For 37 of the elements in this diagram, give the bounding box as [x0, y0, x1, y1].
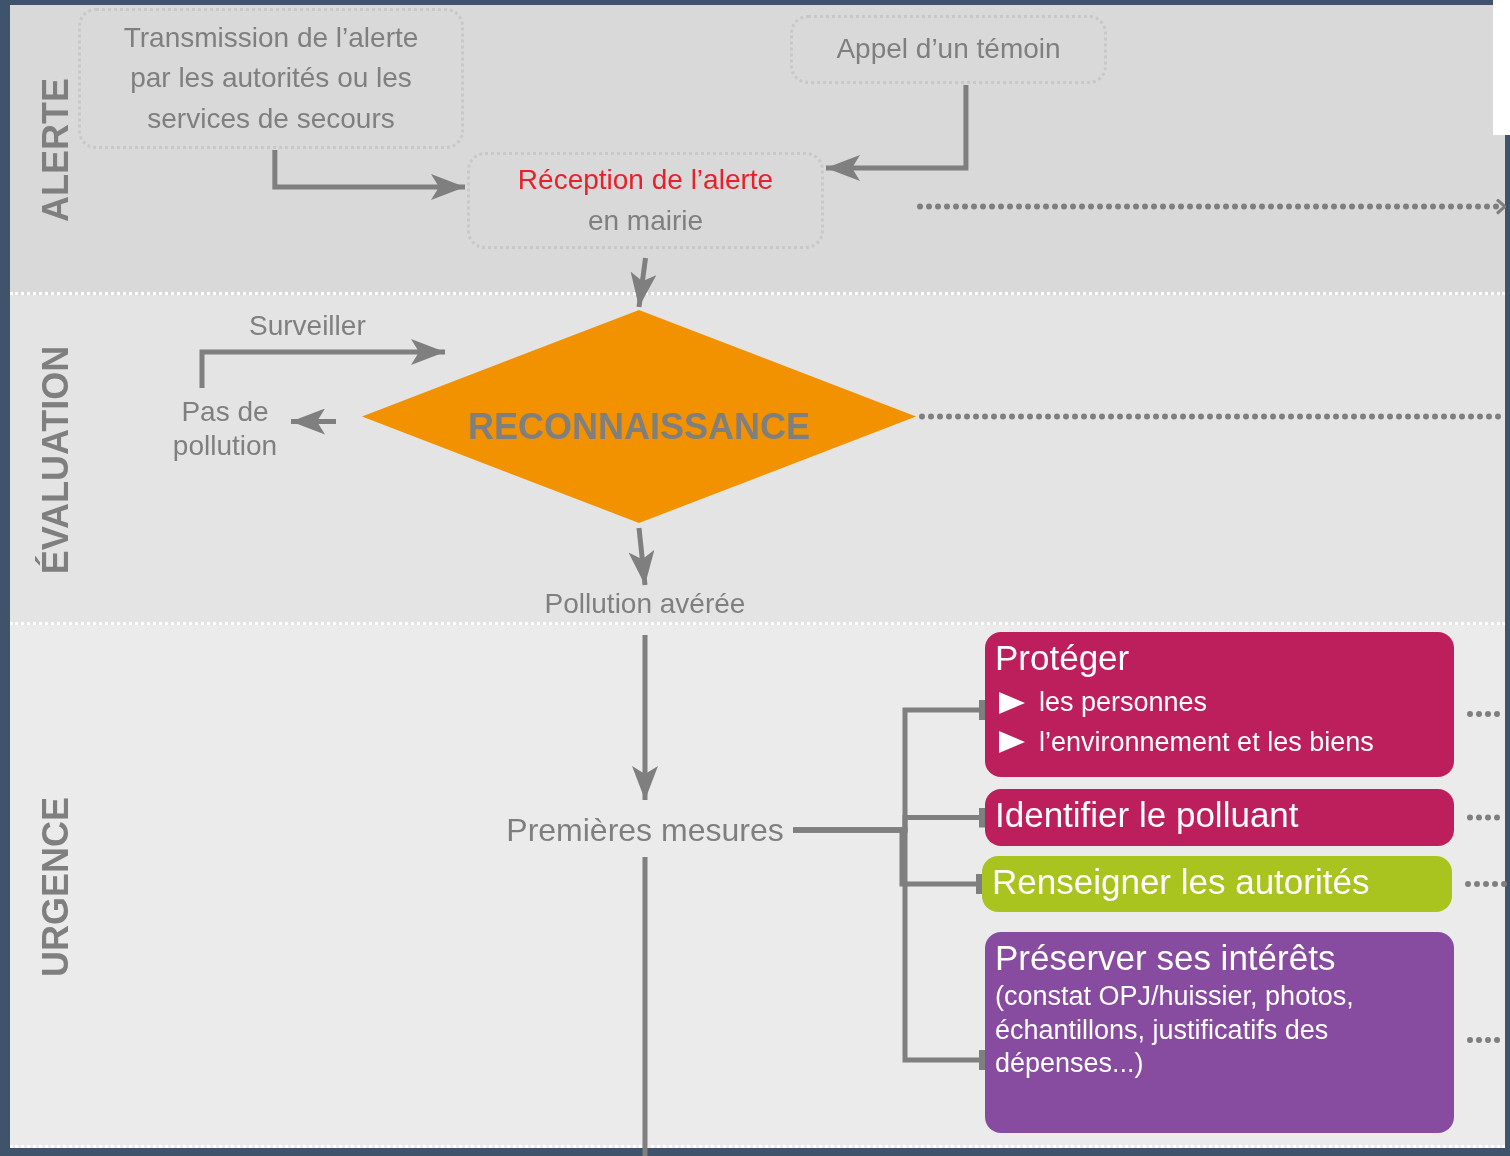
arrow: [632, 635, 658, 800]
card-title: Identifier le polluant: [995, 794, 1300, 836]
swimlane-band: [10, 295, 1505, 625]
card-item: les personnes: [1039, 685, 1208, 719]
action-card: [985, 789, 1454, 846]
node-text: Transmission de l’alerte par les autorités ou les services de secours: [122, 20, 420, 136]
card-title: Renseigner les autorités: [992, 861, 1371, 903]
node-text: Pollution avérée: [544, 587, 746, 621]
arrow: [199, 339, 445, 388]
arrow: [272, 150, 465, 200]
arrow: [630, 257, 657, 308]
dotted-box: [78, 8, 464, 149]
arrow: [628, 527, 655, 586]
swimlane-band: [10, 625, 1505, 1148]
node-text: Pas de pollution: [171, 395, 279, 463]
connector-line: [642, 857, 648, 1156]
action-card: [982, 856, 1452, 912]
dotted-connector: [917, 198, 1508, 215]
decision-label: RECONNAISSANCE: [468, 406, 810, 449]
dotted-connector: [1465, 881, 1508, 887]
lane-label: URGENCE: [35, 796, 77, 977]
action-card: [985, 632, 1454, 777]
card-detail: (constat OPJ/huissier, photos, échantillons, justificatifs des dépenses...): [995, 979, 1355, 1081]
dotted-box: [790, 15, 1107, 84]
swimlane-band: [10, 5, 1505, 295]
card-title: Protéger: [995, 637, 1131, 679]
card-title: Préserver ses intérêts: [995, 937, 1337, 979]
arrow: [291, 408, 336, 435]
card-item: l’environnement et les biens: [1039, 725, 1374, 759]
node-text: Réception de l’alerte: [517, 162, 774, 197]
node-text: Appel d’un témoin: [836, 32, 1061, 67]
lane-label: ALERTE: [35, 78, 77, 222]
action-card: [985, 932, 1454, 1133]
lane-label: ÉVALUATION: [35, 345, 77, 575]
node-text: en mairie: [587, 203, 704, 238]
arrow: [826, 85, 969, 181]
node-text: Premières mesures: [506, 810, 784, 850]
